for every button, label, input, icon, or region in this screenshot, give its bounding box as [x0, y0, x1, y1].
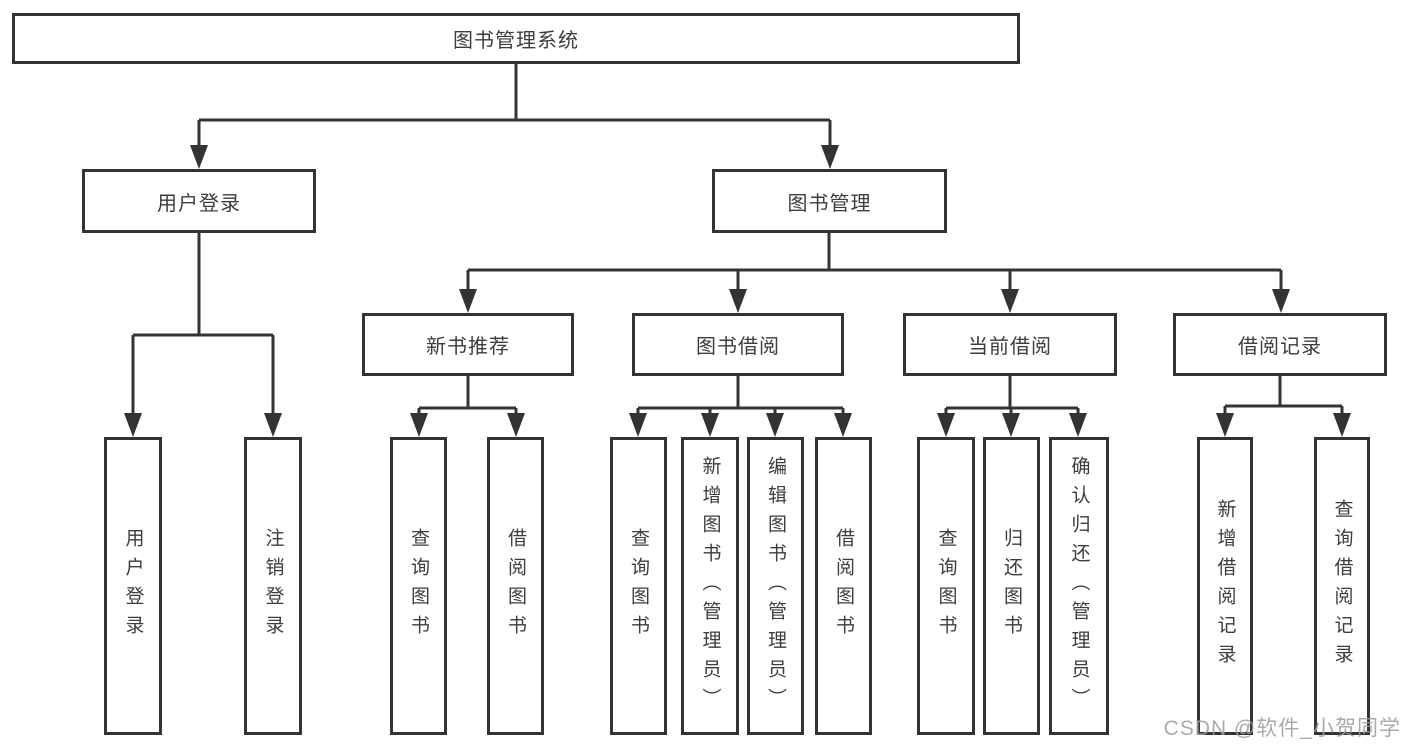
node-label: 注销登录 [262, 528, 284, 644]
node-borrow-records: 借阅记录 [1173, 313, 1387, 376]
leaf-query-borrow-record: 查询借阅记录 [1314, 437, 1370, 735]
node-label: 借阅图书 [505, 528, 526, 644]
leaf-confirm-return-admin: 确认归还（管理员） [1049, 437, 1109, 735]
node-label: 查询图书 [935, 528, 957, 644]
node-label: 图书借阅 [696, 336, 780, 358]
leaf-add-books-admin: 新增图书（管理员） [681, 437, 739, 735]
node-library-management-system: 图书管理系统 [12, 13, 1020, 64]
leaf-edit-books-admin: 编辑图书（管理员） [747, 437, 804, 735]
node-user-login: 用户登录 [82, 169, 316, 233]
leaf-logout: 注销登录 [244, 437, 302, 735]
node-label: 图书管理 [787, 192, 872, 215]
node-label: 归还图书 [1001, 528, 1022, 644]
node-label: 编辑图书（管理员） [765, 455, 786, 717]
node-book-borrow: 图书借阅 [632, 313, 844, 376]
node-book-management: 图书管理 [712, 169, 947, 233]
node-label: 用户登录 [122, 528, 144, 644]
node-label: 当前借阅 [968, 336, 1052, 358]
node-new-book-recommend: 新书推荐 [362, 313, 574, 376]
csdn-watermark: CSDN @软件_小贺同学 [1163, 717, 1401, 740]
leaf-borrow-books-recommend: 借阅图书 [487, 437, 544, 735]
node-label: 借阅图书 [833, 528, 854, 644]
node-label: 新书推荐 [426, 336, 510, 358]
node-label: 新增图书（管理员） [699, 455, 721, 717]
node-label: 查询图书 [628, 528, 649, 644]
leaf-query-books-current: 查询图书 [917, 437, 975, 735]
node-label: 借阅记录 [1238, 336, 1322, 358]
node-label: 用户登录 [157, 192, 241, 215]
leaf-user-login: 用户登录 [104, 437, 162, 735]
node-label: 图书管理系统 [453, 30, 579, 52]
leaf-add-borrow-record: 新增借阅记录 [1197, 437, 1253, 735]
node-label: 查询借阅记录 [1331, 499, 1353, 673]
leaf-borrow-books: 借阅图书 [815, 437, 872, 735]
node-current-borrow: 当前借阅 [903, 313, 1117, 376]
leaf-query-books-borrow: 查询图书 [610, 437, 667, 735]
node-label: 确认归还（管理员） [1068, 455, 1090, 717]
leaf-query-books-recommend: 查询图书 [390, 437, 447, 735]
node-label: 新增借阅记录 [1214, 499, 1236, 673]
node-label: 查询图书 [408, 528, 429, 644]
leaf-return-books: 归还图书 [983, 437, 1040, 735]
